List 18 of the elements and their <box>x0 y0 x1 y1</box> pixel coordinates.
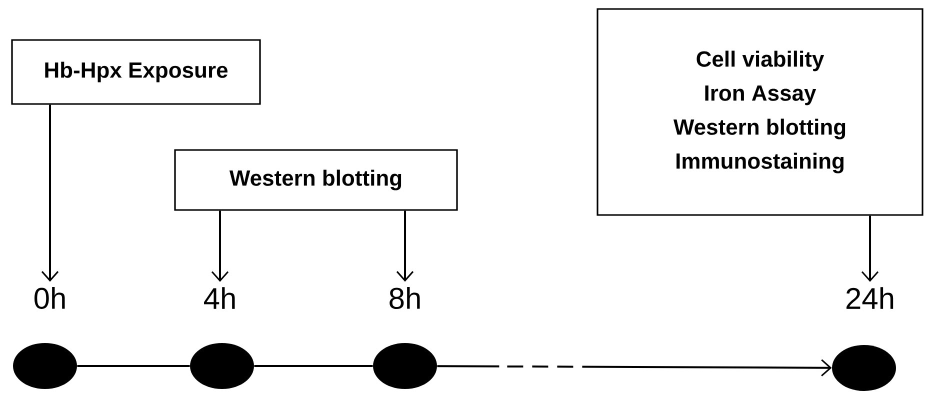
timepoint-dot <box>832 345 896 391</box>
timepoint-dot <box>190 343 254 389</box>
time-label: 4h <box>204 287 235 309</box>
arrow <box>396 210 414 282</box>
step-box: Hb-Hpx Exposure <box>11 39 261 105</box>
time-label: 0h <box>34 286 65 310</box>
timeline-line <box>77 365 190 367</box>
time-label: 24h <box>846 287 894 309</box>
step-box: Cell viability Iron Assay Western blotting Immunostaining <box>596 8 924 216</box>
step-box: Western blotting <box>174 149 458 211</box>
timepoint-dot <box>13 343 77 389</box>
time-label: 8h <box>390 286 420 310</box>
arrow <box>211 210 229 282</box>
arrow <box>861 216 879 282</box>
timeline-arrow <box>437 359 832 376</box>
arrow <box>41 104 59 282</box>
timepoint-dot <box>373 343 437 389</box>
timeline-line <box>254 365 373 367</box>
